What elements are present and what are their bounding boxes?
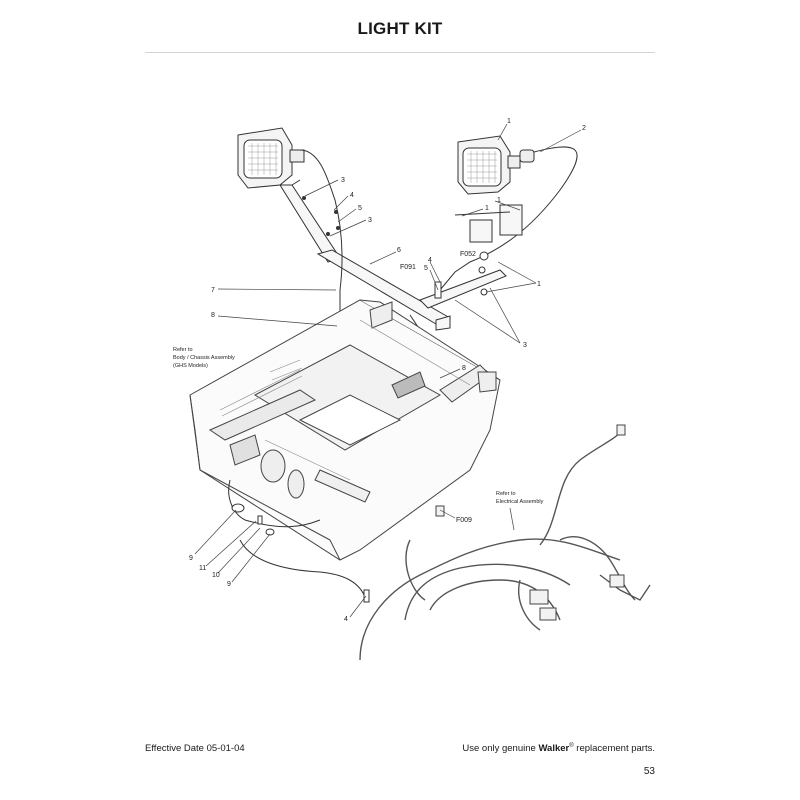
callout-1: 1 (507, 118, 511, 125)
elec-ref-line2: Electrical Assembly (496, 499, 544, 505)
callout-1: 1 (537, 281, 541, 288)
effective-date: Effective Date 05-01-04 (145, 743, 245, 754)
callout-11: 11 (199, 565, 206, 572)
registered-mark: ® (569, 743, 574, 749)
callout-f091: F091 (400, 264, 416, 271)
callout-6: 6 (397, 247, 401, 254)
callout-4: 4 (344, 616, 348, 623)
mower-chassis-body (189, 299, 501, 561)
callout-1: 1 (497, 197, 501, 204)
callout-8: 8 (462, 365, 466, 372)
callout-5: 5 (424, 265, 428, 272)
page-title: LIGHT KIT (357, 19, 443, 38)
body-chassis-reference-note: Refer to Body / Chassis Assembly (GHS Mo… (173, 347, 235, 369)
callout-2: 2 (582, 125, 586, 132)
page-number: 53 (643, 766, 655, 777)
callout-3: 3 (341, 177, 345, 184)
notice-prefix: Use only genuine (462, 743, 539, 755)
chassis-panel-details (219, 319, 471, 481)
electrical-reference-note: Refer to Electrical Assembly (496, 491, 544, 505)
callout-4: 4 (350, 192, 354, 199)
body-ref-line3: (GHS Models) (173, 363, 208, 369)
callout-10: 10 (212, 572, 220, 579)
left-light-wire (299, 149, 343, 340)
callout-9: 9 (227, 581, 231, 588)
right-work-light (457, 135, 535, 195)
callout-leader-lines (194, 123, 582, 618)
notice-suffix: replacement parts. (573, 743, 655, 755)
callout-1: 1 (485, 205, 489, 212)
callout-f009: F009 (456, 517, 472, 524)
callout-3: 3 (368, 217, 372, 224)
callout-8: 8 (211, 312, 215, 319)
harness-connectors (435, 424, 626, 621)
callout-f052: F052 (460, 251, 476, 258)
right-light-bracket (454, 204, 523, 296)
callout-4: 4 (428, 257, 432, 264)
elec-ref-line1: Refer to (496, 491, 516, 497)
brand-name: Walker (538, 743, 570, 755)
callout-5: 5 (358, 205, 362, 212)
callout-3: 3 (523, 342, 527, 349)
callout-labels: 1 2 3 4 5 3 1 1 6 4 5 F052 F091 1 7 8 3 … (189, 118, 586, 623)
left-work-light (237, 127, 305, 189)
genuine-parts-notice: Use only genuine Walker® replacement par… (462, 743, 655, 754)
callout-7: 7 (211, 287, 215, 294)
callout-9: 9 (189, 555, 193, 562)
body-ref-line2: Body / Chassis Assembly (173, 355, 235, 361)
body-ref-line1: Refer to (173, 347, 193, 353)
title-divider (145, 52, 655, 53)
left-light-mount-bracket (279, 179, 341, 263)
